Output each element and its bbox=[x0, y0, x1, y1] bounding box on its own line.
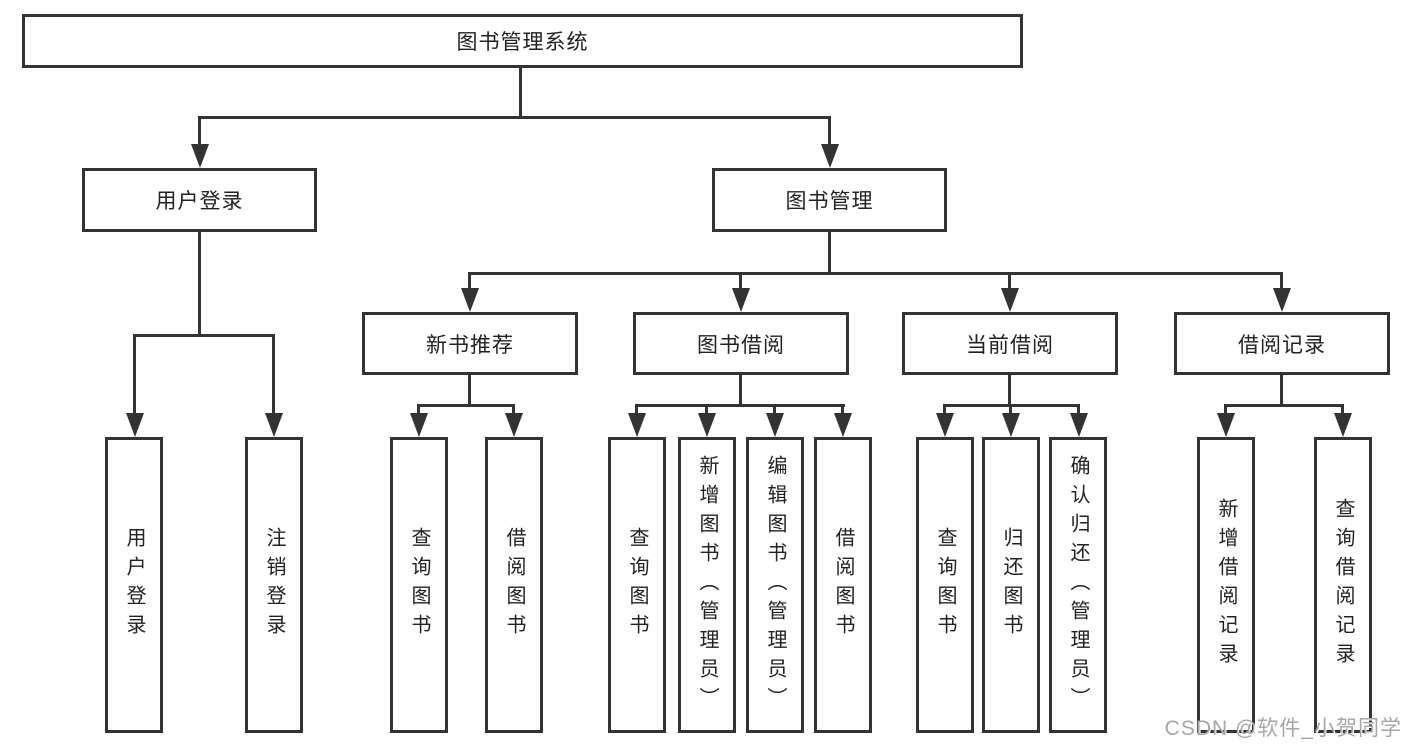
node-borrow-books-1: 借阅图书 bbox=[485, 437, 543, 733]
node-logout-label: 注销登录 bbox=[263, 527, 285, 643]
connector-level1-hline bbox=[198, 116, 831, 119]
connector-drop-edit-books bbox=[773, 404, 776, 416]
connector-drop-borrow-books-2 bbox=[841, 404, 844, 416]
node-logout: 注销登录 bbox=[245, 437, 303, 733]
arrowhead-logout-icon bbox=[265, 413, 283, 437]
connector-root-stem bbox=[519, 68, 522, 119]
node-user-login-branch-label: 用户登录 bbox=[155, 190, 244, 213]
node-query-books-3-label: 查询图书 bbox=[934, 527, 956, 643]
node-borrow-books-2: 借阅图书 bbox=[814, 437, 872, 733]
node-query-borrow-record-label: 查询借阅记录 bbox=[1332, 498, 1354, 672]
node-query-borrow-record: 查询借阅记录 bbox=[1314, 437, 1372, 733]
node-new-book-recommend: 新书推荐 bbox=[362, 312, 578, 375]
arrowhead-add-books-icon bbox=[698, 413, 716, 437]
connector-user-login-hline bbox=[133, 334, 275, 337]
node-book-mgmt-branch: 图书管理 bbox=[712, 168, 947, 232]
node-edit-books-admin-label: 编辑图书（管理员） bbox=[764, 454, 786, 716]
node-query-books-2: 查询图书 bbox=[608, 437, 666, 733]
node-login: 用户登录 bbox=[105, 437, 163, 733]
connector-drop-confirm-return bbox=[1077, 404, 1080, 416]
connector-drop-borrow-records bbox=[1280, 272, 1283, 292]
node-edit-books-admin: 编辑图书（管理员） bbox=[746, 437, 804, 733]
node-book-mgmt-branch-label: 图书管理 bbox=[785, 190, 874, 213]
node-borrowing-records-label: 借阅记录 bbox=[1238, 333, 1326, 357]
arrowhead-borrow-records-icon bbox=[1273, 288, 1291, 312]
arrowhead-book-mgmt-icon bbox=[821, 144, 839, 168]
arrowhead-confirm-return-icon bbox=[1070, 413, 1088, 437]
node-query-books-1: 查询图书 bbox=[390, 437, 448, 733]
connector-book-borrow-stem bbox=[739, 375, 742, 406]
node-current-borrowing: 当前借阅 bbox=[902, 312, 1118, 375]
connector-drop-add-books bbox=[705, 404, 708, 416]
arrowhead-current-borrow-icon bbox=[1001, 288, 1019, 312]
arrowhead-query-record-icon bbox=[1334, 413, 1352, 437]
connector-drop-user-login bbox=[198, 116, 201, 148]
connector-drop-current-borrow bbox=[1008, 272, 1011, 292]
node-system-root-label: 图书管理系统 bbox=[456, 31, 589, 54]
node-return-books-label: 归还图书 bbox=[1000, 527, 1022, 643]
connector-book-borrow-hline bbox=[635, 404, 845, 407]
node-confirm-return-admin-label: 确认归还（管理员） bbox=[1067, 454, 1089, 716]
connector-book-mgmt-hline bbox=[468, 272, 1283, 275]
connector-new-books-hline bbox=[417, 404, 515, 407]
connector-book-mgmt-stem bbox=[828, 232, 831, 274]
node-borrow-books-2-label: 借阅图书 bbox=[832, 527, 854, 643]
arrowhead-return-books-icon bbox=[1002, 413, 1020, 437]
node-add-books-admin-label: 新增图书（管理员） bbox=[696, 454, 718, 716]
connector-drop-book-borrow bbox=[739, 272, 742, 292]
node-user-login-branch: 用户登录 bbox=[82, 168, 317, 232]
node-book-borrowing-label: 图书借阅 bbox=[697, 333, 785, 357]
node-query-books-3: 查询图书 bbox=[916, 437, 974, 733]
connector-drop-query-books-3 bbox=[943, 404, 946, 416]
connector-drop-query-books-1 bbox=[417, 404, 420, 416]
connector-drop-add-record bbox=[1224, 404, 1227, 416]
node-borrow-books-1-label: 借阅图书 bbox=[503, 527, 525, 643]
node-system-root: 图书管理系统 bbox=[22, 14, 1023, 68]
connector-current-borrow-stem bbox=[1008, 375, 1011, 406]
connector-borrow-records-hline bbox=[1224, 404, 1344, 407]
connector-borrow-records-stem bbox=[1280, 375, 1283, 406]
connector-new-books-stem bbox=[468, 375, 471, 406]
connector-drop-return-books bbox=[1009, 404, 1012, 416]
arrowhead-login-icon bbox=[126, 413, 144, 437]
connector-drop-query-record bbox=[1341, 404, 1344, 416]
arrowhead-add-record-icon bbox=[1217, 413, 1235, 437]
arrowhead-edit-books-icon bbox=[766, 413, 784, 437]
node-new-book-recommend-label: 新书推荐 bbox=[426, 333, 514, 357]
arrowhead-query-books-2-icon bbox=[628, 413, 646, 437]
arrowhead-query-books-3-icon bbox=[936, 413, 954, 437]
node-return-books: 归还图书 bbox=[982, 437, 1040, 733]
arrowhead-new-books-icon bbox=[461, 288, 479, 312]
arrowhead-borrow-books-1-icon bbox=[505, 413, 523, 437]
connector-drop-borrow-books-1 bbox=[512, 404, 515, 416]
node-book-borrowing: 图书借阅 bbox=[633, 312, 849, 375]
arrowhead-borrow-books-2-icon bbox=[834, 413, 852, 437]
node-confirm-return-admin: 确认归还（管理员） bbox=[1049, 437, 1107, 733]
connector-user-login-stem bbox=[198, 232, 201, 337]
connector-drop-new-books bbox=[468, 272, 471, 292]
connector-drop-logout bbox=[272, 334, 275, 414]
node-query-books-1-label: 查询图书 bbox=[408, 527, 430, 643]
connector-drop-book-mgmt bbox=[828, 116, 831, 148]
connector-drop-login bbox=[133, 334, 136, 414]
connector-drop-query-books-2 bbox=[635, 404, 638, 416]
arrowhead-query-books-1-icon bbox=[410, 413, 428, 437]
node-login-label: 用户登录 bbox=[123, 527, 145, 643]
node-current-borrowing-label: 当前借阅 bbox=[966, 333, 1054, 357]
watermark: CSDN @软件_小贺同学 bbox=[1164, 717, 1402, 740]
node-query-books-2-label: 查询图书 bbox=[626, 527, 648, 643]
arrowhead-book-borrow-icon bbox=[732, 288, 750, 312]
node-add-books-admin: 新增图书（管理员） bbox=[678, 437, 736, 733]
node-add-borrow-record-label: 新增借阅记录 bbox=[1215, 498, 1237, 672]
node-add-borrow-record: 新增借阅记录 bbox=[1197, 437, 1255, 733]
node-borrowing-records: 借阅记录 bbox=[1174, 312, 1390, 375]
arrowhead-user-login-icon bbox=[191, 144, 209, 168]
